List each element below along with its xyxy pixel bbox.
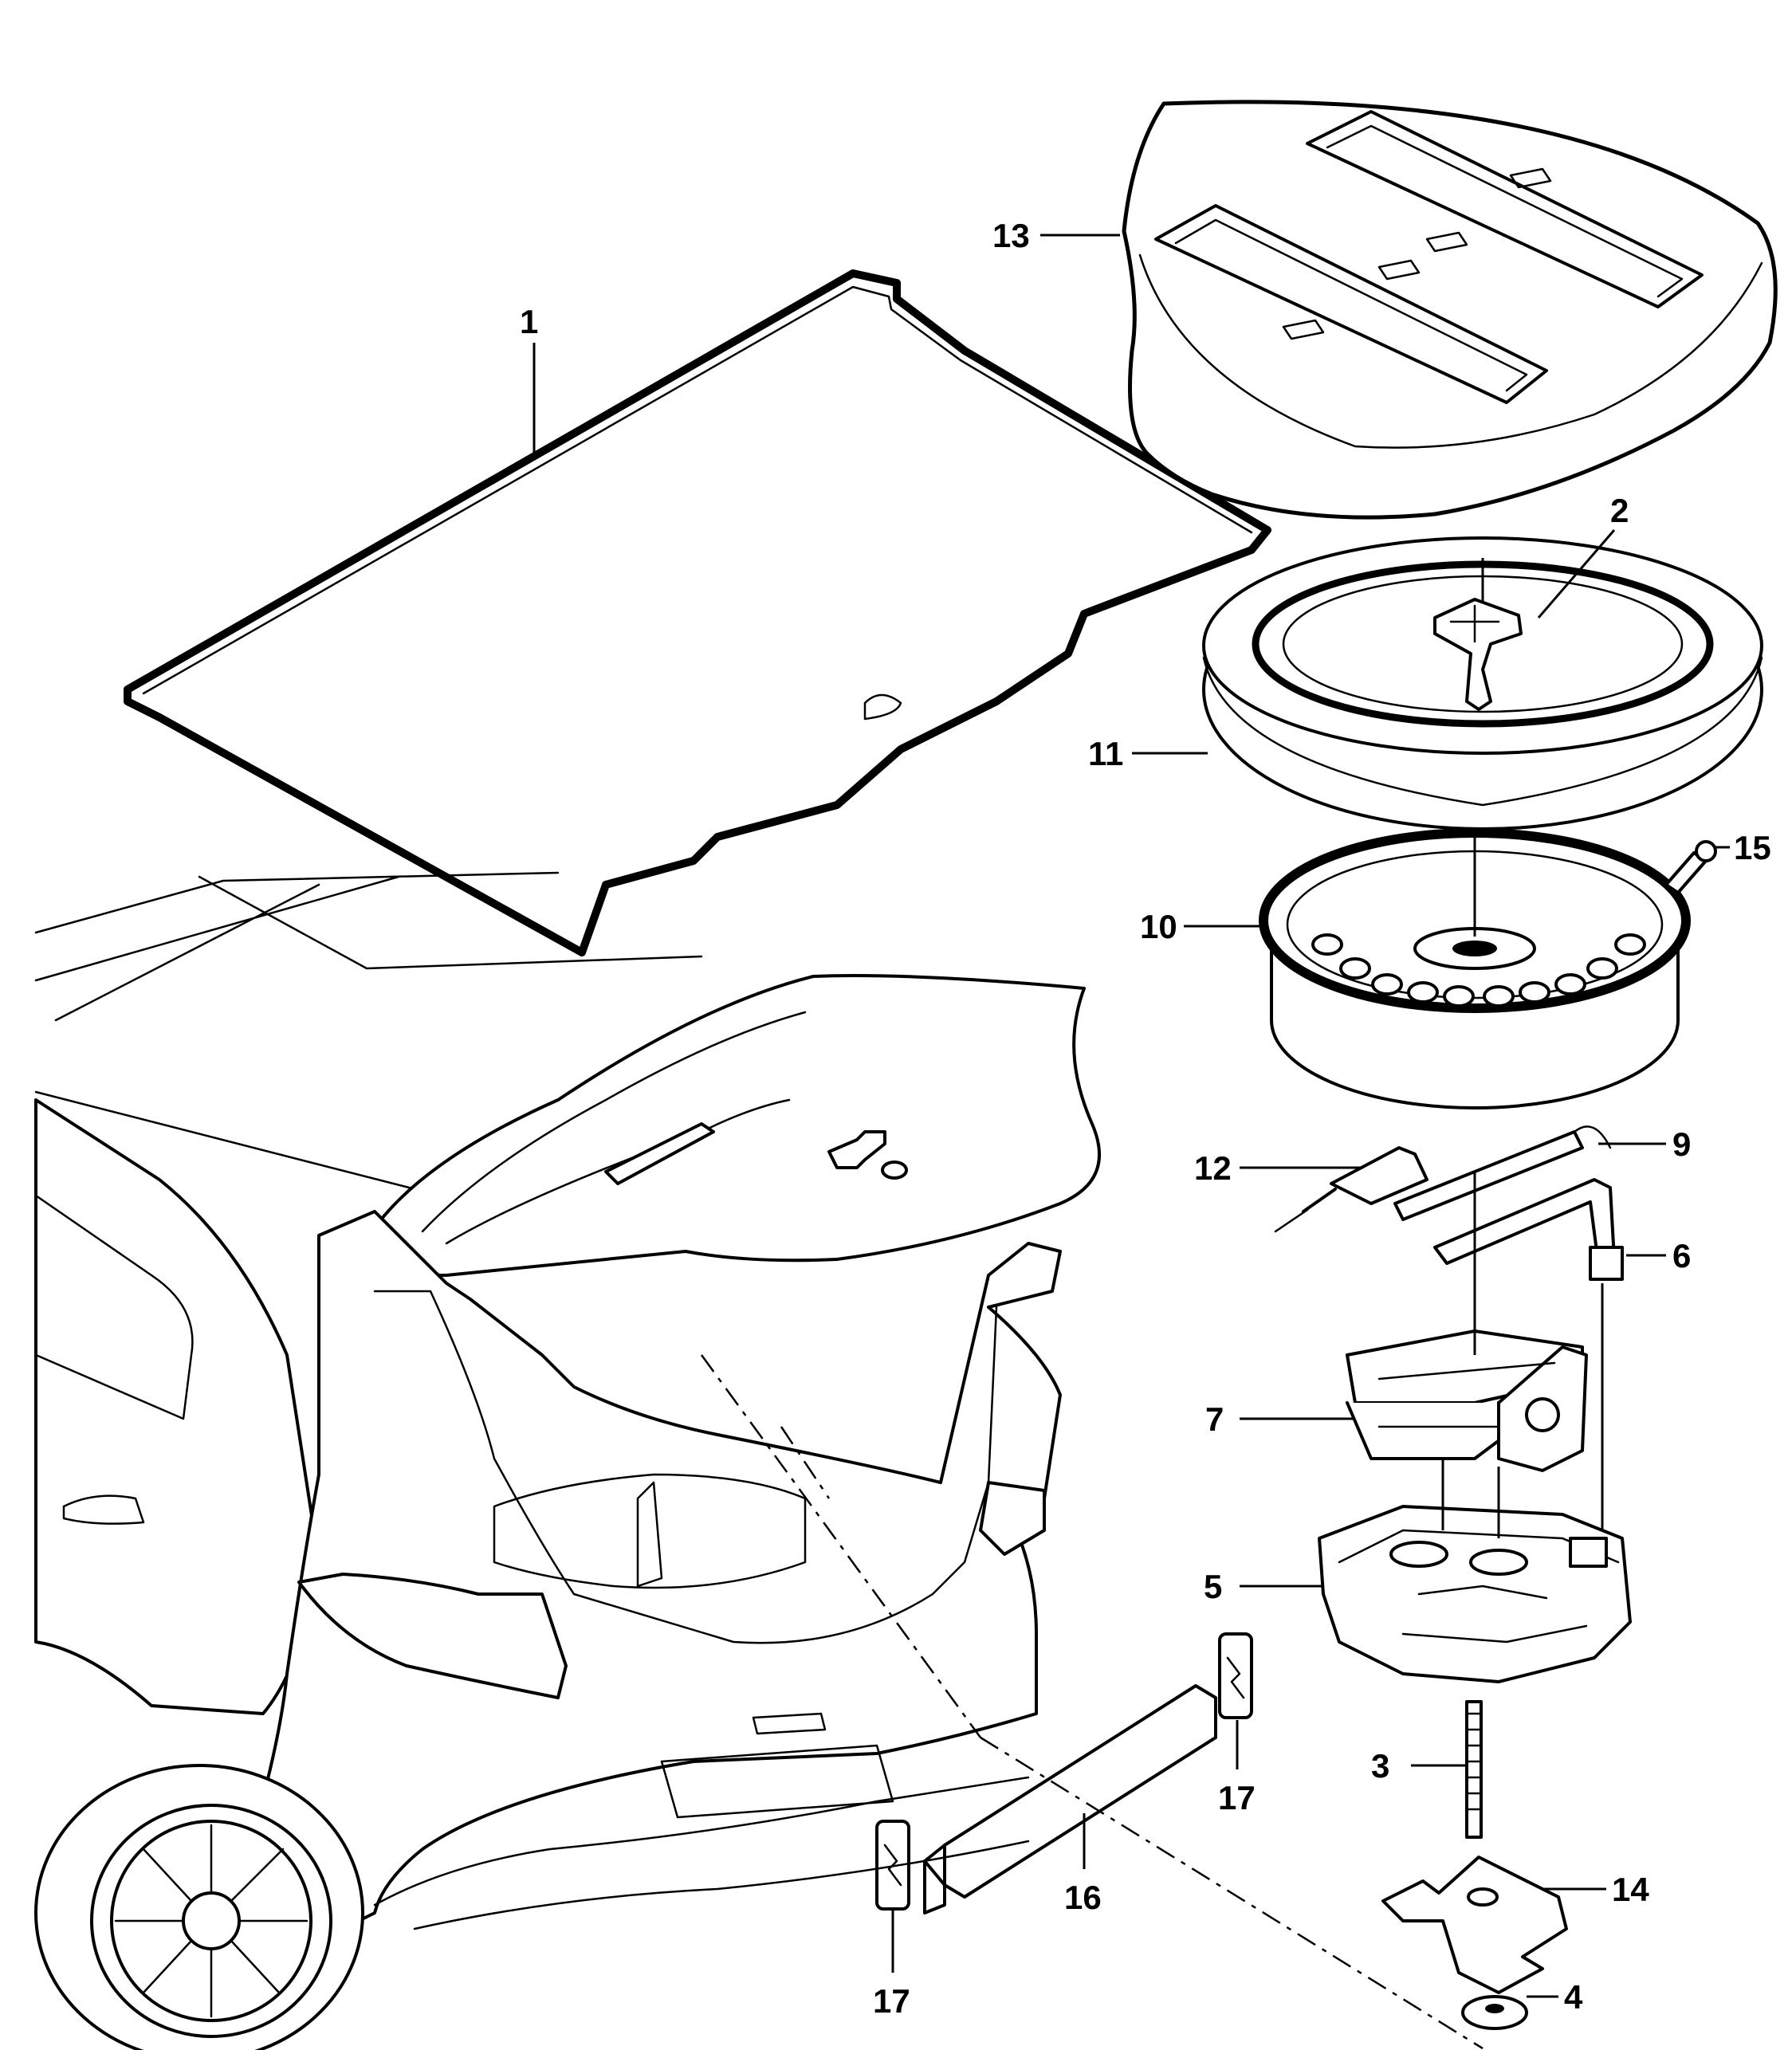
storage-tray	[1122, 100, 1778, 520]
callout-16: 16	[1064, 1879, 1102, 1916]
stud-bolt	[1465, 1700, 1483, 1839]
leader-lines	[532, 234, 1730, 1998]
callout-2: 2	[1610, 492, 1629, 529]
screwdriver	[1274, 1146, 1428, 1233]
trunk-floor-cover	[124, 269, 1271, 956]
callout-5: 5	[1204, 1568, 1222, 1605]
wing-nut	[1433, 558, 1523, 711]
flange-nut	[1461, 1995, 1528, 2030]
callout-4: 4	[1564, 1978, 1583, 2016]
lug-wrench	[1433, 1178, 1624, 1530]
bowtie-emblem-icon	[827, 1130, 886, 1169]
callout-10: 10	[1140, 908, 1177, 945]
callout-7: 7	[1205, 1400, 1224, 1438]
steel-wheel-rim	[1259, 828, 1691, 1109]
foam-spacer-lower	[875, 1820, 910, 1911]
callout-15: 15	[1734, 829, 1771, 866]
callout-3: 3	[1371, 1747, 1389, 1785]
callout-17-lower: 17	[873, 1982, 910, 2020]
callout-13: 13	[992, 217, 1030, 254]
callout-12: 12	[1194, 1149, 1232, 1187]
callout-9: 9	[1672, 1125, 1691, 1163]
callout-17-upper: 17	[1218, 1779, 1256, 1816]
rim-holes	[1311, 933, 1646, 1007]
callout-1: 1	[520, 303, 538, 340]
scissor-jack	[1346, 1172, 1588, 1472]
foam-spacer-upper	[1218, 1632, 1253, 1719]
valve-stem	[1664, 840, 1717, 894]
wrench-handle	[1393, 1125, 1612, 1221]
bracket	[1381, 1856, 1568, 1994]
callout-11: 11	[1088, 735, 1123, 772]
callout-labels: 1 2 3 4 5 6 7 9 10 11 12 13 14 15 16 17 …	[520, 217, 1771, 2020]
callout-6: 6	[1672, 1237, 1691, 1274]
rear-wheel	[34, 1764, 364, 2050]
vehicle-rear	[34, 871, 1101, 2050]
assembly-lines	[700, 1354, 1484, 2050]
callout-14: 14	[1612, 1871, 1649, 1908]
tool-holder	[1318, 1459, 1632, 1683]
